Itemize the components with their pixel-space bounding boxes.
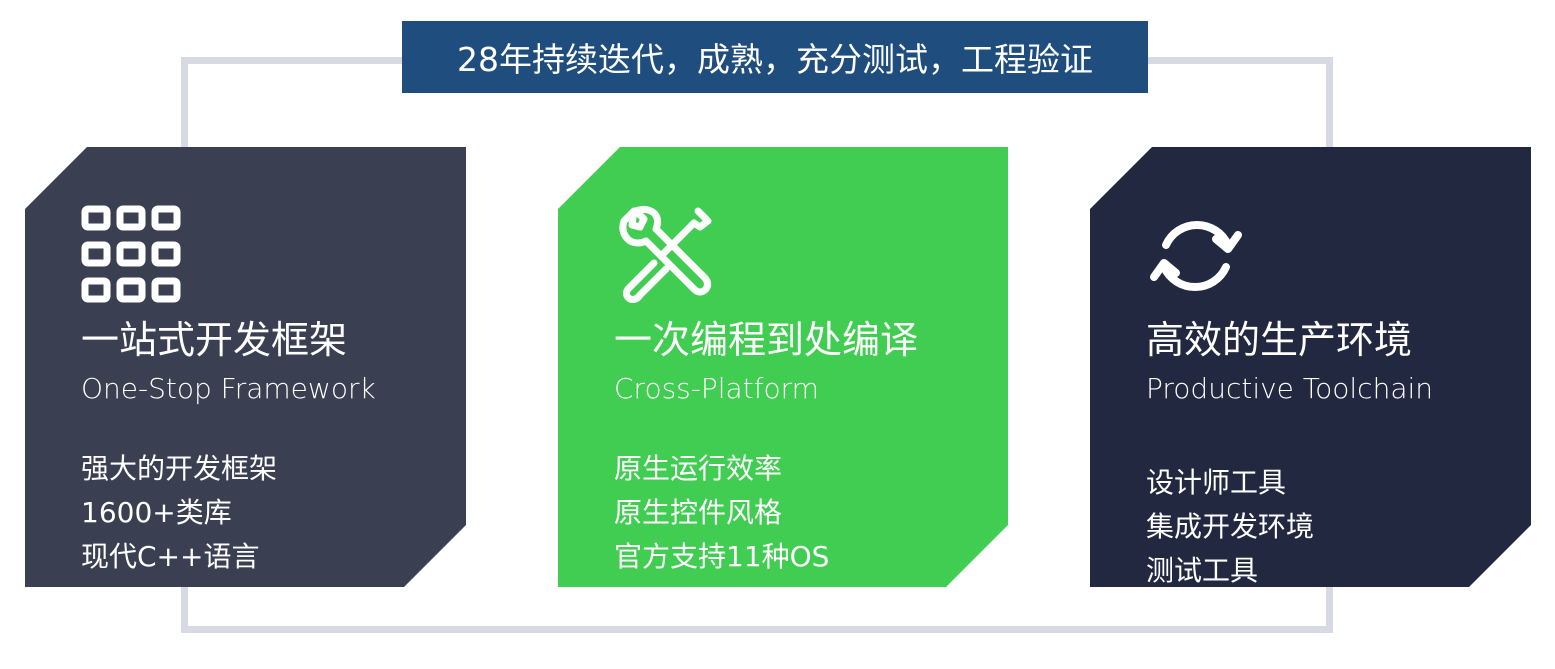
card-title: 一站式开发框架 <box>81 318 348 362</box>
feature-item: 原生控件风格 <box>614 496 783 529</box>
wrench-screwdriver-icon <box>614 205 714 305</box>
feature-item: 强大的开发框架 <box>81 452 278 485</box>
feature-item: 现代C++语言 <box>81 540 260 573</box>
feature-list: 强大的开发框架 1600+类库 现代C++语言 <box>81 447 277 579</box>
card-title: 一次编程到处编译 <box>614 318 919 362</box>
feature-item: 集成开发环境 <box>1146 510 1315 543</box>
feature-list: 原生运行效率 原生控件风格 官方支持11种OS <box>614 447 829 579</box>
feature-list: 设计师工具 集成开发环境 测试工具 <box>1146 461 1314 593</box>
card-subtitle: One-Stop Framework <box>81 372 376 405</box>
feature-item: 官方支持11种OS <box>614 540 830 573</box>
headline-text: 28年持续迭代，成熟，充分测试，工程验证 <box>457 40 1093 79</box>
feature-item: 设计师工具 <box>1146 466 1287 499</box>
headline-banner: 28年持续迭代，成熟，充分测试，工程验证 <box>402 21 1148 93</box>
feature-item: 1600+类库 <box>81 496 232 529</box>
feature-item: 原生运行效率 <box>614 452 783 485</box>
card-subtitle: Productive Toolchain <box>1146 372 1433 405</box>
refresh-cycle-icon <box>1146 205 1246 305</box>
card-cross-platform: 一次编程到处编译 Cross-Platform 原生运行效率 原生控件风格 官方… <box>558 147 1008 587</box>
card-toolchain: 高效的生产环境 Productive Toolchain 设计师工具 集成开发环… <box>1090 147 1531 587</box>
card-title: 高效的生产环境 <box>1146 318 1413 362</box>
grid-icon <box>81 205 181 305</box>
card-framework: 一站式开发框架 One-Stop Framework 强大的开发框架 1600+… <box>25 147 466 587</box>
feature-item: 测试工具 <box>1146 554 1259 587</box>
card-subtitle: Cross-Platform <box>614 372 819 405</box>
